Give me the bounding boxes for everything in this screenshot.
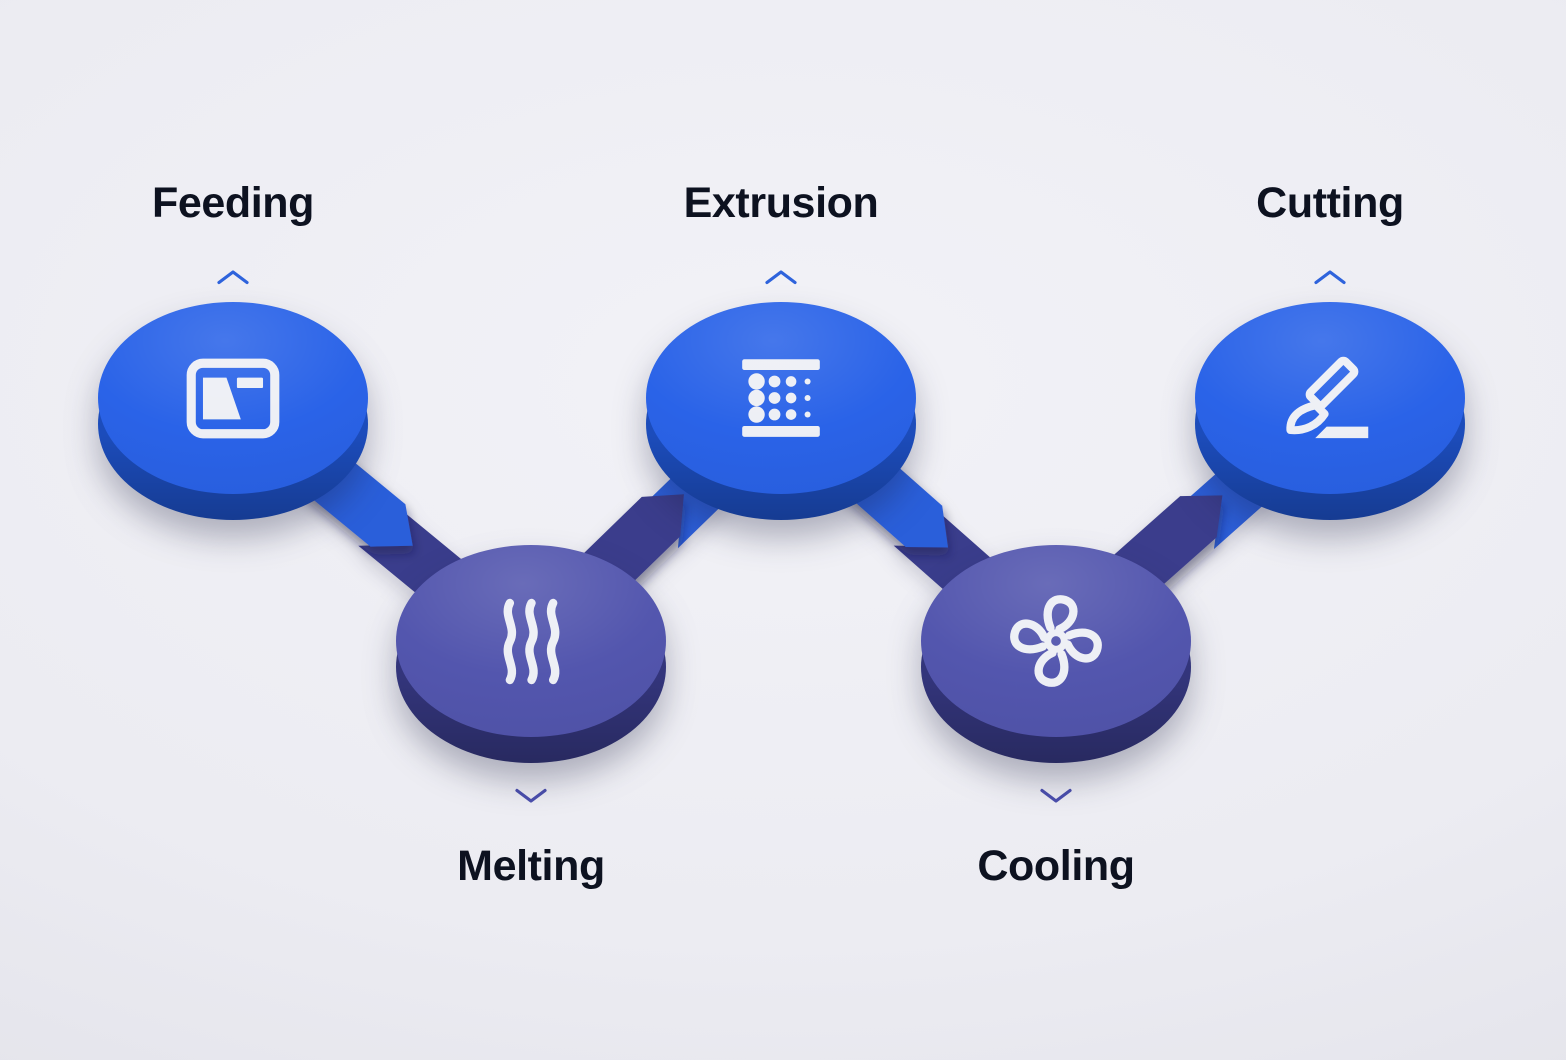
heat-waves-icon [503,598,559,684]
chevron-down-icon [1040,788,1072,803]
node-face [98,302,368,494]
stage-label-melting: Melting [457,842,605,890]
stage-label-cutting: Cutting [1256,179,1404,227]
stage-label-feeding: Feeding [151,179,315,227]
chevron-up-icon [1314,270,1346,285]
node-face [921,545,1191,737]
node-face [1195,302,1465,494]
node-feeding [98,302,368,520]
stage-label-extrusion: Extrusion [683,179,879,227]
node-extrusion [646,302,916,520]
node-face [646,302,916,494]
extrusion-die-icon [742,359,820,437]
chevron-down-icon [515,788,547,803]
node-melting [396,545,666,763]
fan-icon [1010,595,1102,687]
chevron-up-icon [765,270,797,285]
node-cooling [921,545,1191,763]
node-face [396,545,666,737]
feeder-tray-icon [186,358,280,438]
stage-label-cooling: Cooling [977,842,1135,890]
node-cutting [1195,302,1465,520]
scalpel-icon [1286,356,1369,438]
chevron-up-icon [217,270,249,285]
